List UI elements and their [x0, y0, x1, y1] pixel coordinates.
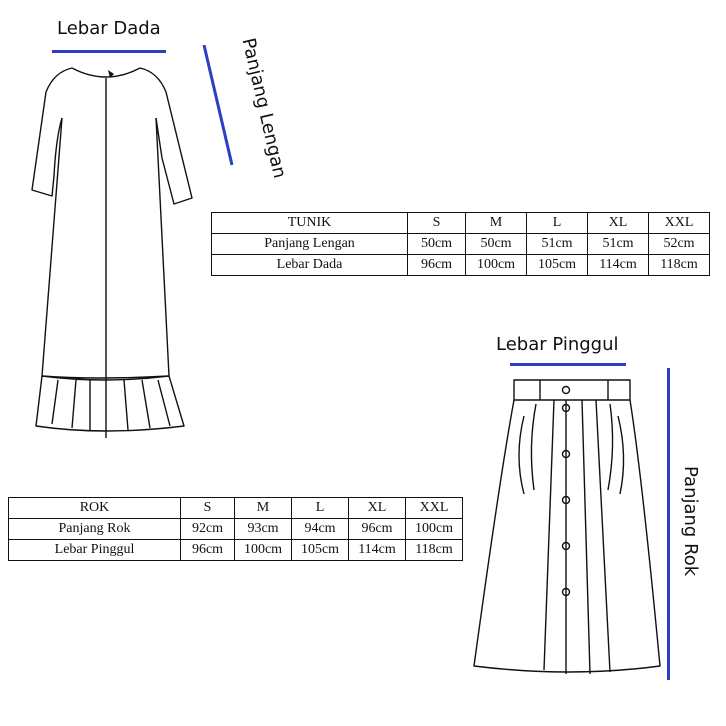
table-header-cell: ROK [8, 497, 181, 519]
table-cell: 105cm [291, 539, 349, 561]
table-header-cell: L [526, 212, 588, 234]
table-cell: 92cm [180, 518, 235, 540]
rok-size-table: ROK S M L XL XXL Panjang Rok 92cm 93cm 9… [8, 497, 463, 561]
tunik-size-table: TUNIK S M L XL XXL Panjang Lengan 50cm 5… [211, 212, 710, 276]
table-header-row: ROK S M L XL XXL [8, 497, 463, 519]
table-cell: Lebar Dada [211, 254, 408, 276]
table-cell: 100cm [234, 539, 292, 561]
table-cell: 94cm [291, 518, 349, 540]
table-cell: Lebar Pinggul [8, 539, 181, 561]
table-cell: 100cm [465, 254, 527, 276]
table-cell: Panjang Lengan [211, 233, 408, 255]
tunik-chest-measure-line [52, 50, 166, 53]
table-header-cell: XXL [648, 212, 710, 234]
table-header-cell: XXL [405, 497, 463, 519]
rok-length-measure-line [667, 368, 670, 680]
table-header-cell: M [465, 212, 527, 234]
table-cell: 51cm [526, 233, 588, 255]
table-cell: 93cm [234, 518, 292, 540]
table-cell: Panjang Rok [8, 518, 181, 540]
table-cell: 52cm [648, 233, 710, 255]
table-cell: 118cm [648, 254, 710, 276]
rok-hip-label: Lebar Pinggul [496, 334, 619, 355]
table-cell: 100cm [405, 518, 463, 540]
table-row: Panjang Lengan 50cm 50cm 51cm 51cm 52cm [211, 233, 710, 255]
tunik-illustration [31, 67, 193, 438]
table-cell: 105cm [526, 254, 588, 276]
table-header-cell: M [234, 497, 292, 519]
table-cell: 96cm [407, 254, 466, 276]
table-header-cell: S [180, 497, 235, 519]
rok-illustration [473, 379, 661, 675]
rok-hip-measure-line [510, 363, 626, 366]
table-cell: 50cm [465, 233, 527, 255]
tunik-chest-label: Lebar Dada [57, 18, 161, 39]
table-cell: 114cm [348, 539, 406, 561]
table-cell: 96cm [348, 518, 406, 540]
table-header-cell: TUNIK [211, 212, 408, 234]
table-row: Lebar Pinggul 96cm 100cm 105cm 114cm 118… [8, 539, 463, 561]
table-cell: 50cm [407, 233, 466, 255]
table-row: Lebar Dada 96cm 100cm 105cm 114cm 118cm [211, 254, 710, 276]
table-header-cell: XL [348, 497, 406, 519]
table-row: Panjang Rok 92cm 93cm 94cm 96cm 100cm [8, 518, 463, 540]
table-cell: 118cm [405, 539, 463, 561]
table-header-row: TUNIK S M L XL XXL [211, 212, 710, 234]
table-cell: 96cm [180, 539, 235, 561]
table-header-cell: XL [587, 212, 649, 234]
table-cell: 51cm [587, 233, 649, 255]
tunik-sleeve-measure-line [198, 44, 238, 170]
rok-length-label: Panjang Rok [680, 466, 701, 577]
table-cell: 114cm [587, 254, 649, 276]
tunik-sleeve-label: Panjang Lengan [237, 36, 291, 181]
table-header-cell: L [291, 497, 349, 519]
table-header-cell: S [407, 212, 466, 234]
